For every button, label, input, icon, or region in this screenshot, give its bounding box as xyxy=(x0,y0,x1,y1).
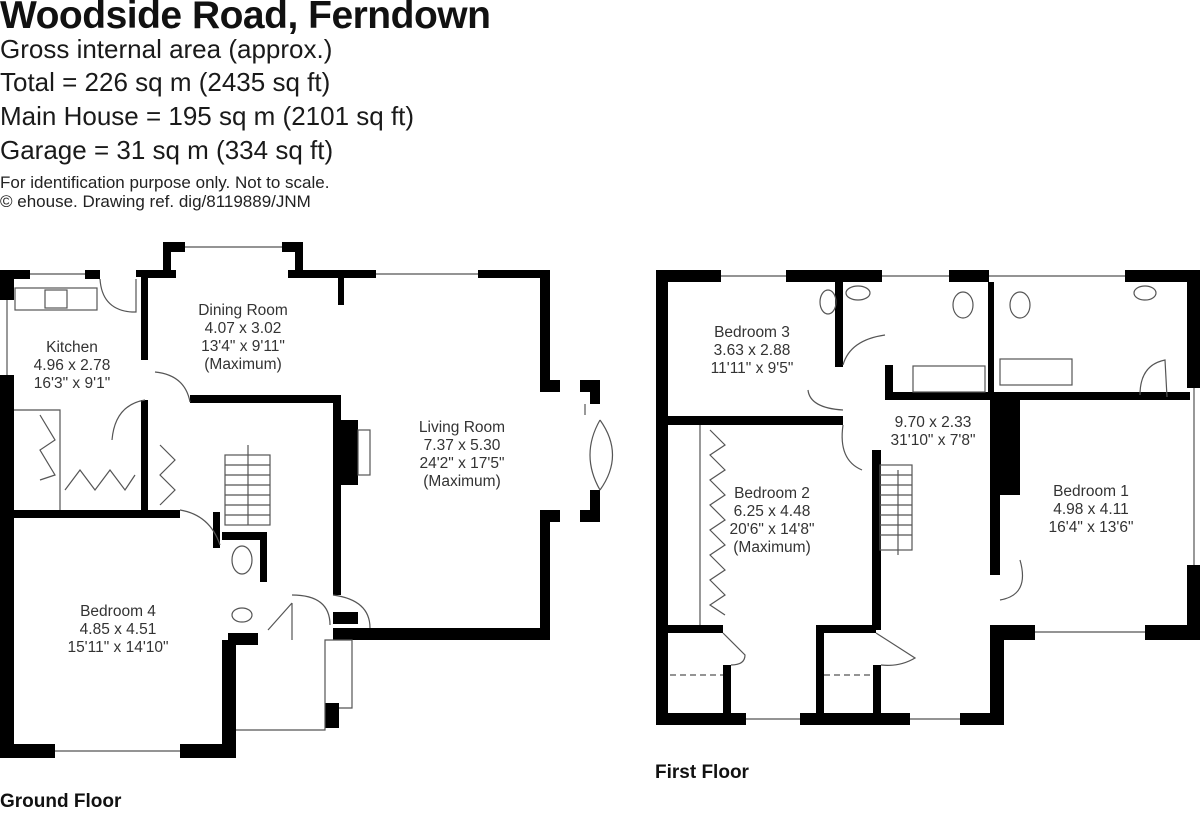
first-floor-fixtures xyxy=(670,275,1195,720)
room-metric: 4.98 x 4.11 xyxy=(1053,501,1129,518)
room-imperial: 16'4" x 13'6" xyxy=(1048,519,1134,536)
room-bedroom-3: Bedroom 3 3.63 x 2.88 11'11" x 9'5" xyxy=(711,324,794,378)
room-imperial: 11'11" x 9'5" xyxy=(710,360,794,377)
room-note: (Maximum) xyxy=(204,356,282,373)
main-house-area: Main House = 195 sq m (2101 sq ft) xyxy=(0,101,415,131)
room-imperial: 31'10" x 7'8" xyxy=(890,432,976,449)
disclaimer: For identification purpose only. Not to … xyxy=(0,173,330,192)
room-metric: 9.70 x 2.33 xyxy=(894,414,972,431)
room-metric: 7.37 x 5.30 xyxy=(423,437,501,454)
room-bedroom-1: Bedroom 1 4.98 x 4.11 16'4" x 13'6" xyxy=(1048,483,1133,537)
room-metric: 4.85 x 4.51 xyxy=(79,621,157,638)
room-name: Dining Room xyxy=(198,302,288,319)
room-dining: Dining Room 4.07 x 3.02 13'4" x 9'11" (M… xyxy=(198,302,288,374)
room-metric: 4.07 x 3.02 xyxy=(204,320,282,337)
ground-floor-fixtures xyxy=(6,246,613,752)
room-kitchen: Kitchen 4.96 x 2.78 16'3" x 9'1" xyxy=(34,339,111,393)
room-imperial: 20'6" x 14'8" xyxy=(729,521,815,538)
total-area: Total = 226 sq m (2435 sq ft) xyxy=(0,67,331,97)
ground-floor-label: Ground Floor xyxy=(0,791,122,812)
room-name: Kitchen xyxy=(46,339,98,356)
room-metric: 4.96 x 2.78 xyxy=(33,357,111,374)
property-title: Woodside Road, Ferndown xyxy=(0,0,491,37)
room-bedroom-4: Bedroom 4 4.85 x 4.51 15'11" x 14'10" xyxy=(67,603,168,657)
room-landing: 9.70 x 2.33 31'10" x 7'8" xyxy=(890,414,975,450)
ground-floor-plan xyxy=(0,242,600,758)
room-living: Living Room 7.37 x 5.30 24'2" x 17'5" (M… xyxy=(419,419,505,491)
copyright: © ehouse. Drawing ref. dig/8119889/JNM xyxy=(0,192,311,211)
room-name: Living Room xyxy=(418,419,506,436)
room-metric: 3.63 x 2.88 xyxy=(713,342,791,359)
room-imperial: 24'2" x 17'5" xyxy=(419,455,505,472)
room-name: Bedroom 2 xyxy=(734,485,810,502)
room-note: (Maximum) xyxy=(423,473,501,490)
room-note: (Maximum) xyxy=(733,539,811,556)
room-name: Bedroom 3 xyxy=(714,324,790,341)
first-floor-plan xyxy=(656,270,1200,725)
room-imperial: 13'4" x 9'11" xyxy=(201,338,285,355)
room-name: Bedroom 1 xyxy=(1053,483,1129,500)
room-imperial: 15'11" x 14'10" xyxy=(67,639,169,656)
room-bedroom-2: Bedroom 2 6.25 x 4.48 20'6" x 14'8" (Max… xyxy=(729,485,814,557)
room-metric: 6.25 x 4.48 xyxy=(733,503,811,520)
first-floor-label: First Floor xyxy=(655,762,749,783)
area-heading: Gross internal area (approx.) xyxy=(0,34,333,64)
garage-area: Garage = 31 sq m (334 sq ft) xyxy=(0,135,334,165)
room-imperial: 16'3" x 9'1" xyxy=(33,375,111,392)
room-name: Bedroom 4 xyxy=(80,603,156,620)
